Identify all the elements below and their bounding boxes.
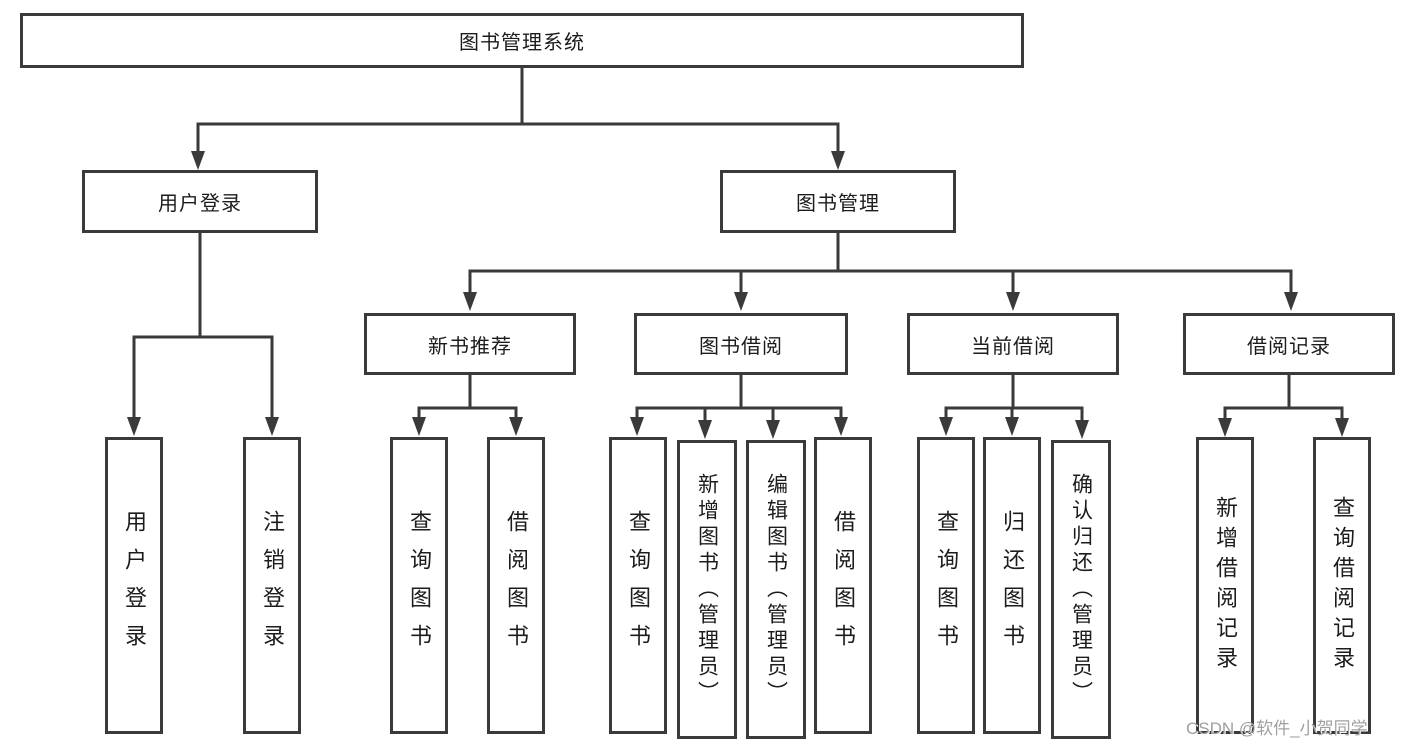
leaf-query-books-borrow: 查询图书 — [609, 437, 667, 734]
node-current-borrowing: 当前借阅 — [907, 313, 1119, 375]
node-book-borrowing: 图书借阅 — [634, 313, 848, 375]
leaf-confirm-return-admin: 确认归还（管理员） — [1051, 440, 1111, 739]
node-new-book-recommend: 新书推荐 — [364, 313, 576, 375]
leaf-query-books-recommend: 查询图书 — [390, 437, 448, 734]
leaf-query-books-current: 查询图书 — [917, 437, 975, 734]
leaf-add-book-admin: 新增图书（管理员） — [677, 440, 737, 739]
leaf-logout: 注销登录 — [243, 437, 301, 734]
leaf-edit-book-admin: 编辑图书（管理员） — [746, 440, 806, 739]
leaf-borrow-books-recommend: 借阅图书 — [487, 437, 545, 734]
node-borrowing-records: 借阅记录 — [1183, 313, 1395, 375]
node-root-system: 图书管理系统 — [20, 13, 1024, 68]
leaf-user-login: 用户登录 — [105, 437, 163, 734]
leaf-query-borrow-record: 查询借阅记录 — [1313, 437, 1371, 734]
node-book-management: 图书管理 — [720, 170, 956, 233]
csdn-watermark: CSDN @软件_小贺同学 — [1186, 719, 1368, 738]
leaf-borrow-books-borrow: 借阅图书 — [814, 437, 872, 734]
leaf-add-borrow-record: 新增借阅记录 — [1196, 437, 1254, 734]
node-user-login: 用户登录 — [82, 170, 318, 233]
leaf-return-books: 归还图书 — [983, 437, 1041, 734]
